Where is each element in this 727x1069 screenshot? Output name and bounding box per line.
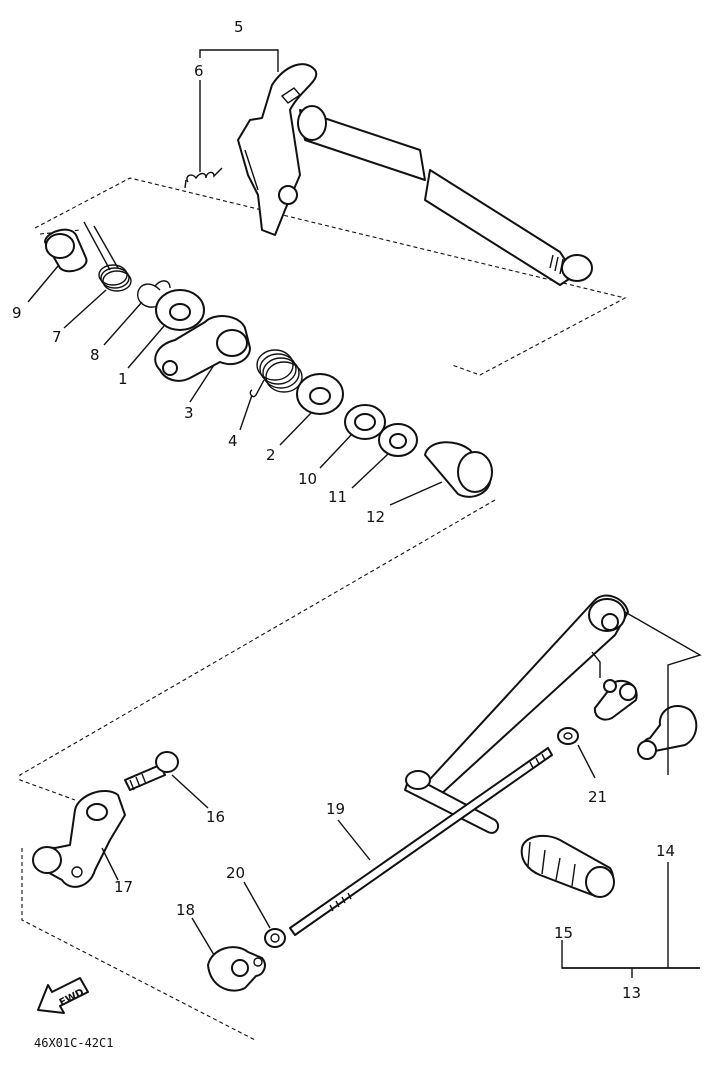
callout-5: 5 [234,18,244,36]
spring-6 [184,167,223,189]
collar-9 [44,228,88,273]
shift-pedal-14 [404,594,638,834]
callout-11: 11 [328,488,347,506]
collar-12 [424,441,493,498]
guide-lines [19,177,627,1041]
callout-9: 9 [12,304,22,322]
nut-20 [264,928,286,948]
spring-7 [83,221,132,292]
callout-18: 18 [176,901,195,919]
callout-21: 21 [588,788,607,806]
callout-1: 1 [118,370,128,388]
callout-16: 16 [206,808,225,826]
callout-14: 14 [656,842,675,860]
bushing-10 [344,404,386,440]
footpeg-rubber-15 [520,834,615,898]
callout-12: 12 [366,508,385,526]
callout-labels: 5 6 9 7 8 1 3 4 2 10 11 12 19 21 16 14 1… [12,18,675,1002]
callout-17: 17 [114,878,133,896]
shift-shaft-assembly [237,63,593,286]
fwd-arrow: FWD [37,977,89,1014]
washer-11 [378,423,418,457]
callout-20: 20 [226,864,245,882]
nut-21 [557,727,579,745]
diagram-code: 46X01C-42C1 [34,1036,113,1050]
callout-2: 2 [266,446,276,464]
shift-lever-17 [32,790,126,888]
leader-lines [27,49,702,978]
shift-arm-3 [154,315,251,382]
callout-10: 10 [298,470,317,488]
ball-joint-upper [637,705,698,760]
ball-joint-18 [207,946,266,992]
washer-1 [155,289,205,331]
callout-7: 7 [52,328,62,346]
callout-8: 8 [90,346,100,364]
callout-3: 3 [184,404,194,422]
circlip-8 [137,280,171,308]
callout-13: 13 [622,984,641,1002]
callout-4: 4 [228,432,238,450]
callout-6: 6 [194,62,204,80]
callout-19: 19 [326,800,345,818]
shift-rod-19 [289,747,553,936]
bolt-16 [124,751,179,791]
callout-15: 15 [554,924,573,942]
spring-4 [249,349,303,398]
washer-2 [296,373,344,415]
